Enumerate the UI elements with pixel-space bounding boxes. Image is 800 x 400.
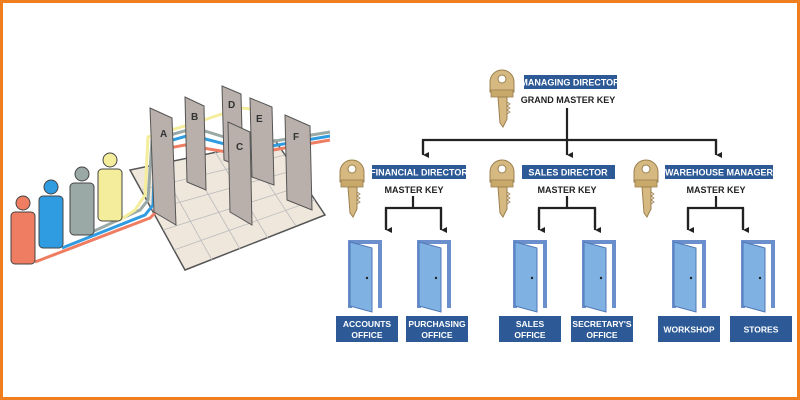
managing-director-label [524,75,617,89]
door-icon [740,239,776,313]
door-c: C [227,121,253,226]
svg-text:D: D [228,100,235,111]
warehouse-manager-label [665,165,773,179]
svg-text:A: A [160,129,167,140]
svg-text:OFFICE: OFFICE [421,330,452,340]
svg-text:B: B [191,112,198,123]
svg-text:MASTER KEY: MASTER KEY [537,185,596,195]
hierarchy: MANAGING DIRECTOR GRAND MASTER KEY FINAN… [336,69,792,342]
svg-text:MASTER KEY: MASTER KEY [686,185,745,195]
svg-text:OFFICE: OFFICE [351,330,382,340]
door-icon [581,239,617,313]
svg-text:GRAND MASTER KEY: GRAND MASTER KEY [521,95,616,105]
svg-text:WORKSHOP: WORKSHOP [664,325,715,335]
office-secretarys: SECRETARY'S OFFICE [571,316,633,342]
financial-director-label [372,165,466,179]
key-icon [339,159,365,218]
svg-text:OFFICE: OFFICE [514,330,545,340]
office-sales: SALES OFFICE [499,316,561,342]
svg-text:F: F [293,132,299,143]
connector-arrows [384,108,743,230]
svg-text:ACCOUNTS: ACCOUNTS [343,319,391,329]
person-yellow [97,152,123,222]
lettered-doors: D E B A C F [149,85,313,226]
door-b: B [184,96,207,191]
svg-text:C: C [236,142,243,153]
person-grey [69,166,95,236]
svg-text:MASTER KEY: MASTER KEY [384,185,443,195]
svg-text:FINANCIAL DIRECTOR: FINANCIAL DIRECTOR [370,168,468,178]
door-icon [512,239,548,313]
office-accounts: ACCOUNTS OFFICE [336,316,398,342]
person-red [10,195,36,265]
svg-text:MANAGING DIRECTOR: MANAGING DIRECTOR [520,78,620,88]
svg-text:SECRETARY'S: SECRETARY'S [572,319,631,329]
office-purchasing: PURCHASING OFFICE [406,316,468,342]
illustration: D E B A C F [10,85,331,271]
key-icon [633,159,659,218]
svg-text:E: E [256,114,263,125]
door-f: F [284,114,313,211]
sales-director-label [522,165,615,179]
door-e: E [249,97,275,186]
key-icon [489,69,515,128]
svg-text:WAREHOUSE MANAGER: WAREHOUSE MANAGER [665,168,774,178]
door-icon [347,239,383,313]
person-blue [38,179,64,249]
door-icon [416,239,452,313]
svg-text:OFFICE: OFFICE [586,330,617,340]
door-icon [671,239,707,313]
people [10,152,123,265]
office-stores: STORES [730,316,792,342]
door-a: A [149,107,177,226]
key-icon [489,159,515,218]
svg-text:SALES: SALES [516,319,545,329]
svg-text:STORES: STORES [744,325,779,335]
svg-text:SALES DIRECTOR: SALES DIRECTOR [528,168,608,178]
svg-text:PURCHASING: PURCHASING [408,319,466,329]
office-workshop: WORKSHOP [658,316,720,342]
